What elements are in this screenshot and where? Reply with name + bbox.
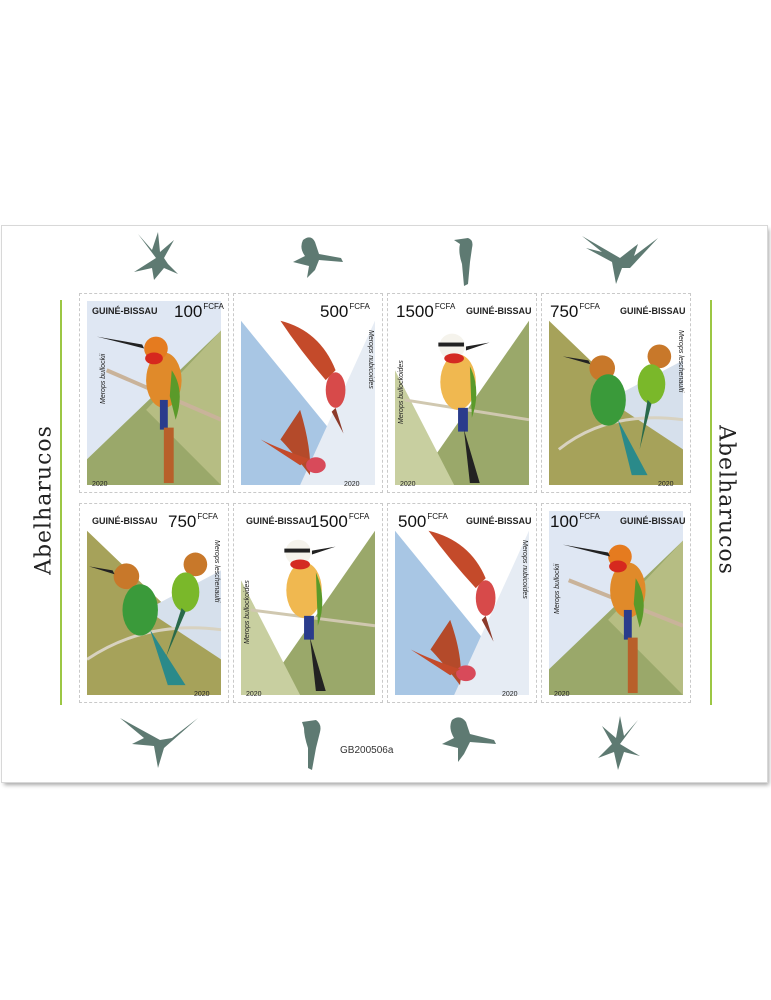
stamp-value: 500FCFA bbox=[398, 512, 448, 532]
stamp-year: 2020 bbox=[658, 481, 674, 488]
stamp-species-name: Merops bullockoides bbox=[244, 580, 251, 644]
stamp-species-name: Merops nubicoides bbox=[521, 540, 528, 599]
stamp-species-name: Merops bullockoides bbox=[398, 360, 405, 424]
stamp-currency: FCFA bbox=[579, 512, 600, 521]
stamp-country: GUINÉ-BISSAU bbox=[466, 516, 532, 526]
stamp-value: 750FCFA bbox=[550, 302, 600, 322]
stamp-value-number: 500 bbox=[320, 302, 349, 321]
stamp-illustration bbox=[241, 301, 375, 485]
left-accent-line bbox=[60, 300, 62, 705]
stamp-value-number: 1500 bbox=[310, 512, 348, 531]
stamp-7[interactable]: 500FCFA GUINÉ-BISSAU Merops nubicoides 2… bbox=[387, 503, 537, 703]
stamp-8[interactable]: 100FCFA GUINÉ-BISSAU Merops bullockii 20… bbox=[541, 503, 691, 703]
stamp-illustration bbox=[549, 301, 683, 485]
stamp-3[interactable]: 1500FCFA GUINÉ-BISSAU Merops bullockoide… bbox=[387, 293, 537, 493]
stamp-illustration bbox=[241, 511, 375, 695]
bird-silhouette-icon bbox=[442, 717, 496, 762]
bird-silhouette-icon bbox=[134, 232, 178, 280]
bird-silhouette-icon bbox=[454, 238, 473, 286]
stamp-currency: FCFA bbox=[348, 512, 370, 521]
stamp-value-number: 750 bbox=[168, 512, 197, 531]
stamp-species-name: Merops leschenaulti bbox=[213, 540, 220, 603]
stamp-currency: FCFA bbox=[203, 302, 224, 311]
stamp-year: 2020 bbox=[554, 691, 570, 698]
stamp-value-number: 100 bbox=[550, 512, 579, 531]
stamp-country: GUINÉ-BISSAU bbox=[92, 516, 158, 526]
stamp-country: GUINÉ-BISSAU bbox=[620, 516, 686, 526]
stamp-year: 2020 bbox=[92, 481, 108, 488]
stamp-illustration bbox=[395, 511, 529, 695]
stamp-species-name: Merops bullockii bbox=[554, 563, 561, 614]
stamp-4[interactable]: 750FCFA GUINÉ-BISSAU Merops leschenaulti… bbox=[541, 293, 691, 493]
stamp-country: GUINÉ-BISSAU bbox=[466, 306, 532, 316]
stamp-currency: FCFA bbox=[427, 512, 448, 521]
stamp-2[interactable]: 500FCFA Merops nubicoides 2020 bbox=[233, 293, 383, 493]
bird-silhouette-icon bbox=[120, 718, 198, 768]
bird-silhouette-icon bbox=[598, 716, 640, 770]
stamp-year: 2020 bbox=[194, 691, 210, 698]
stamp-species-name: Merops leschenaulti bbox=[677, 330, 684, 393]
stamp-year: 2020 bbox=[246, 691, 262, 698]
stamp-illustration bbox=[87, 301, 221, 485]
stamp-year: 2020 bbox=[502, 691, 518, 698]
right-accent-line bbox=[710, 300, 712, 705]
stamp-1[interactable]: GUINÉ-BISSAU 100FCFA 2020 Merops bullock… bbox=[79, 293, 229, 493]
bird-silhouette-icon bbox=[302, 720, 321, 770]
stamp-currency: FCFA bbox=[579, 302, 600, 311]
stamp-currency: FCFA bbox=[434, 302, 456, 311]
stamp-year: 2020 bbox=[400, 481, 416, 488]
stamp-species-name: Merops nubicoides bbox=[367, 330, 374, 389]
stamp-value: 750FCFA bbox=[168, 512, 218, 532]
stamp-6[interactable]: GUINÉ-BISSAU 1500FCFA Merops bullockoide… bbox=[233, 503, 383, 703]
stamp-year: 2020 bbox=[344, 481, 360, 488]
stamp-illustration bbox=[87, 511, 221, 695]
stamp-illustration bbox=[395, 301, 529, 485]
stamp-value-number: 500 bbox=[398, 512, 427, 531]
stamp-value-number: 1500 bbox=[396, 302, 434, 321]
stamp-country: GUINÉ-BISSAU bbox=[246, 516, 312, 526]
sheet-code: GB200506a bbox=[340, 745, 394, 756]
bird-silhouette-icon bbox=[582, 236, 658, 284]
stamp-value: 500FCFA bbox=[320, 302, 370, 322]
stamp-5[interactable]: GUINÉ-BISSAU 750FCFA 2020 Merops leschen… bbox=[79, 503, 229, 703]
stamp-species-name: Merops bullockii bbox=[100, 353, 107, 404]
stamp-country: GUINÉ-BISSAU bbox=[92, 306, 158, 316]
stamp-currency: FCFA bbox=[197, 512, 218, 521]
stamp-value: 100FCFA bbox=[174, 302, 224, 322]
stamp-value-number: 100 bbox=[174, 302, 203, 321]
stamp-value: 1500FCFA bbox=[396, 302, 455, 322]
stamp-illustration bbox=[549, 511, 683, 695]
stamp-currency: FCFA bbox=[349, 302, 370, 311]
sheet-title-left: Abelharucos bbox=[31, 425, 57, 575]
sheet-title-right: Abelharucos bbox=[713, 425, 739, 575]
stamp-value-number: 750 bbox=[550, 302, 579, 321]
bird-silhouette-icon bbox=[293, 237, 343, 278]
stamp-country: GUINÉ-BISSAU bbox=[620, 306, 686, 316]
stamp-value: 1500FCFA bbox=[310, 512, 369, 532]
stamp-value: 100FCFA bbox=[550, 512, 600, 532]
